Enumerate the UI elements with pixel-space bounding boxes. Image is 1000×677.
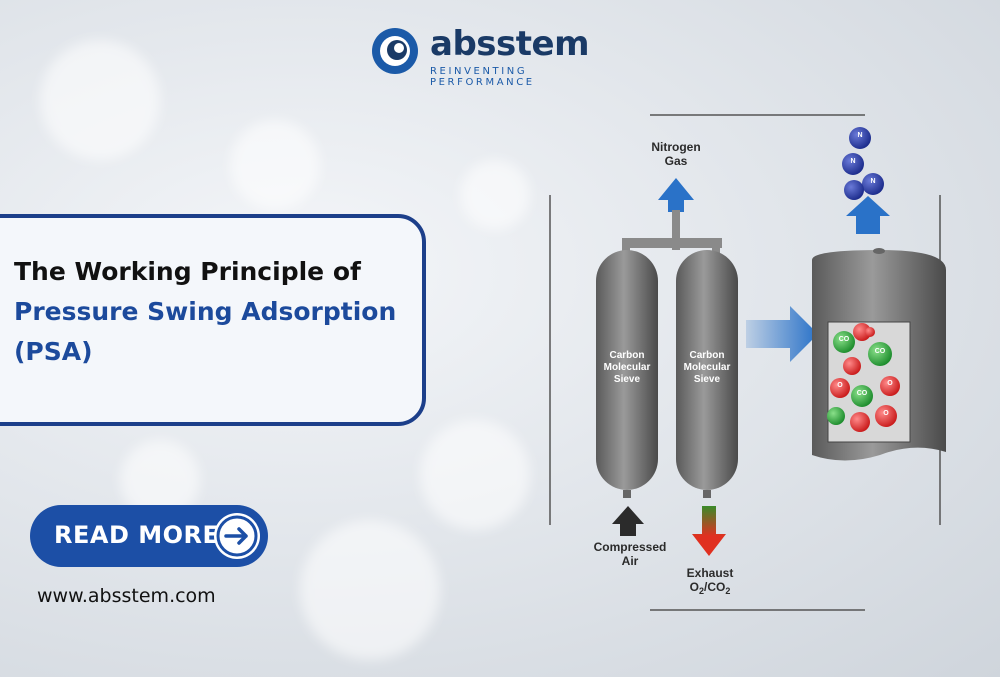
title-line-3: (PSA) bbox=[14, 337, 93, 366]
nitrogen-molecules bbox=[842, 127, 884, 200]
read-more-button[interactable]: READ MORE bbox=[30, 505, 268, 567]
nitrogen-out-arrow bbox=[658, 178, 694, 212]
flow-arrow bbox=[746, 306, 818, 362]
brand-name: absstem bbox=[430, 24, 590, 64]
molecule-co-1: CO bbox=[838, 336, 850, 343]
molecule-co-2: CO bbox=[874, 348, 886, 355]
molecule-n-1: N bbox=[857, 132, 863, 139]
brand-tagline: REINVENTING PERFORMANCE bbox=[430, 66, 535, 88]
molecule-o-1: O bbox=[837, 382, 843, 389]
sieve-tank-left bbox=[596, 250, 658, 490]
pipe-manifold bbox=[622, 210, 722, 258]
brand-logo: absstem REINVENTING PERFORMANCE bbox=[370, 22, 590, 88]
sieve-tank-right bbox=[676, 250, 738, 490]
compressed-air-arrow bbox=[612, 506, 644, 536]
molecule-n-3: N bbox=[870, 178, 876, 185]
sieve-label-left: Carbon Molecular Sieve bbox=[603, 350, 651, 385]
website-url[interactable]: www.absstem.com bbox=[37, 585, 216, 607]
exhaust-arrow bbox=[692, 506, 726, 556]
title-line-2: Pressure Swing Adsorption bbox=[14, 297, 397, 326]
arrow-right-circle-icon bbox=[214, 513, 260, 559]
nitrogen-release-arrow bbox=[846, 196, 890, 234]
psa-diagram: Nitrogen Gas Carbon Molecular Sieve Carb… bbox=[540, 110, 960, 615]
absstem-logo-icon bbox=[372, 28, 418, 74]
read-more-label: READ MORE bbox=[54, 521, 220, 549]
exhaust-label: Exhaust O2/CO2 bbox=[686, 566, 734, 596]
molecule-o-3: O bbox=[883, 410, 889, 417]
nitrogen-gas-label: Nitrogen Gas bbox=[651, 140, 701, 168]
title-card: The Working Principle of Pressure Swing … bbox=[0, 214, 426, 426]
title-line-1: The Working Principle of bbox=[14, 257, 361, 286]
compressed-air-label: Compressed Air bbox=[593, 540, 667, 568]
molecule-n-2: N bbox=[850, 158, 856, 165]
molecules-window bbox=[827, 323, 900, 432]
molecule-co-3: CO bbox=[856, 390, 868, 397]
sieve-label-right: Carbon Molecular Sieve bbox=[683, 350, 731, 385]
molecule-o-2: O bbox=[887, 380, 893, 387]
